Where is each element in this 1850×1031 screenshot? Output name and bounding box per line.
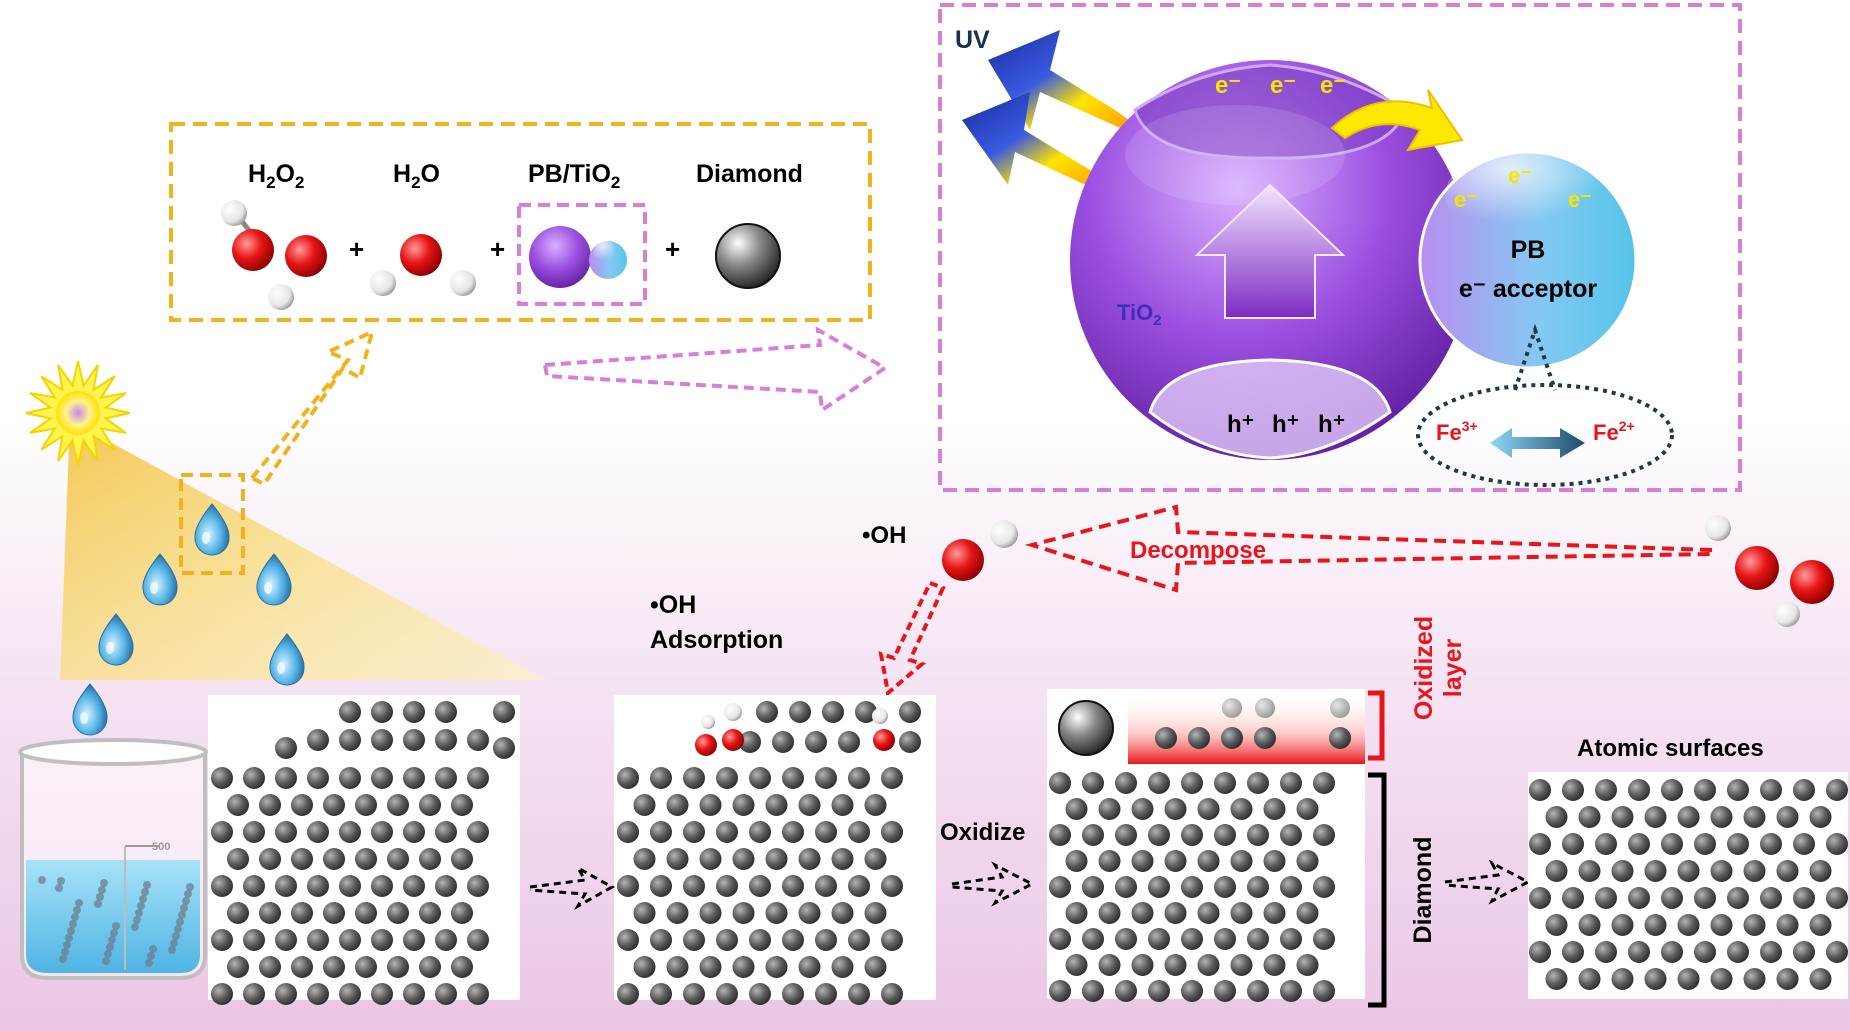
fe-redox-callout bbox=[1416, 383, 1674, 487]
pb-label: PB bbox=[1511, 236, 1546, 264]
diamond-bracket-label: Diamond bbox=[1409, 837, 1437, 944]
oxidized-label-2: layer bbox=[1439, 639, 1467, 698]
decompose-label: Decompose bbox=[1130, 537, 1266, 564]
process-arrow-1 bbox=[529, 864, 616, 910]
plus-2: + bbox=[490, 234, 505, 264]
plus-1: + bbox=[349, 234, 364, 264]
legend-pbtio2-label: PB/TiO2 bbox=[528, 160, 620, 192]
legend-diamond-label: Diamond bbox=[696, 160, 803, 188]
diamond-lattice-rough bbox=[211, 701, 515, 1005]
band-gap-arrow bbox=[1194, 183, 1346, 319]
oxidized-label-1: Oxidized bbox=[1410, 616, 1438, 720]
hole-label-3: h⁺ bbox=[1318, 411, 1345, 438]
pb-electron-1: e⁻ bbox=[1454, 187, 1478, 212]
plus-3: + bbox=[665, 234, 680, 264]
droplet-highlight-box bbox=[179, 473, 245, 575]
atomic-surfaces-label: Atomic surfaces bbox=[1577, 735, 1764, 762]
diamond-abrasive-icon bbox=[1058, 700, 1114, 756]
diamond-particle-icon bbox=[715, 223, 781, 289]
hole-label-1: h⁺ bbox=[1227, 411, 1254, 438]
adsorption-arrow bbox=[878, 580, 946, 697]
pb-particle bbox=[1418, 150, 1638, 370]
electron-label-3: e⁻ bbox=[1320, 72, 1346, 99]
diamond-bracket bbox=[1368, 772, 1387, 1008]
legend-h2o2-label: H2O2 bbox=[248, 160, 304, 192]
uv-label: UV bbox=[955, 26, 990, 54]
adsorbed-oh-groups bbox=[695, 703, 895, 756]
sun-icon bbox=[25, 360, 131, 466]
oh-radical-molecule bbox=[942, 520, 1018, 581]
h2o2-molecule-right bbox=[1705, 515, 1834, 627]
decompose-arrow bbox=[1024, 504, 1713, 593]
zoom-arrow-orange bbox=[248, 328, 375, 487]
oxidized-bracket bbox=[1368, 690, 1385, 761]
beaker-icon: 500 bbox=[18, 738, 208, 980]
diamond-lattice-atomic bbox=[1529, 779, 1848, 990]
pb-acceptor-label: e⁻ acceptor bbox=[1459, 275, 1598, 303]
tio2-label: TiO2 bbox=[1117, 300, 1162, 329]
fe3-label: Fe3+ bbox=[1436, 418, 1478, 445]
uv-bolt-icon bbox=[988, 30, 1170, 150]
adsorption-label-1: •OH bbox=[650, 591, 696, 619]
oh-radical-label: •OH bbox=[862, 522, 906, 549]
pbtio2-highlight-box bbox=[517, 203, 647, 306]
oxidize-label: Oxidize bbox=[940, 819, 1025, 846]
diamond-lattice-oxidized bbox=[1049, 698, 1351, 1002]
electron-label-1: e⁻ bbox=[1215, 72, 1241, 99]
h2o-molecule-icon bbox=[370, 234, 476, 296]
process-arrow-2 bbox=[951, 861, 1036, 907]
zoom-arrow-magenta bbox=[542, 326, 889, 414]
adsorption-label-2: Adsorption bbox=[650, 626, 783, 654]
pb-electron-2: e⁻ bbox=[1508, 163, 1532, 188]
legend-box bbox=[169, 122, 872, 322]
pb-electron-3: e⁻ bbox=[1568, 187, 1592, 212]
beaker-mark: 500 bbox=[152, 841, 170, 853]
fe-redox-arrow bbox=[1490, 428, 1585, 458]
photocatalysis-box bbox=[938, 3, 1742, 492]
electron-transfer-arrow bbox=[1330, 89, 1464, 152]
process-arrow-3 bbox=[1444, 859, 1532, 905]
hole-label-2: h⁺ bbox=[1272, 411, 1299, 438]
h2o2-molecule-icon bbox=[221, 200, 327, 310]
diamond-lattice-adsorbed bbox=[617, 701, 921, 1005]
legend-h2o-label: H2O bbox=[393, 160, 440, 192]
pbtio2-particle-icon bbox=[529, 226, 627, 288]
fe2-label: Fe2+ bbox=[1593, 418, 1635, 445]
electron-label-2: e⁻ bbox=[1270, 72, 1296, 99]
